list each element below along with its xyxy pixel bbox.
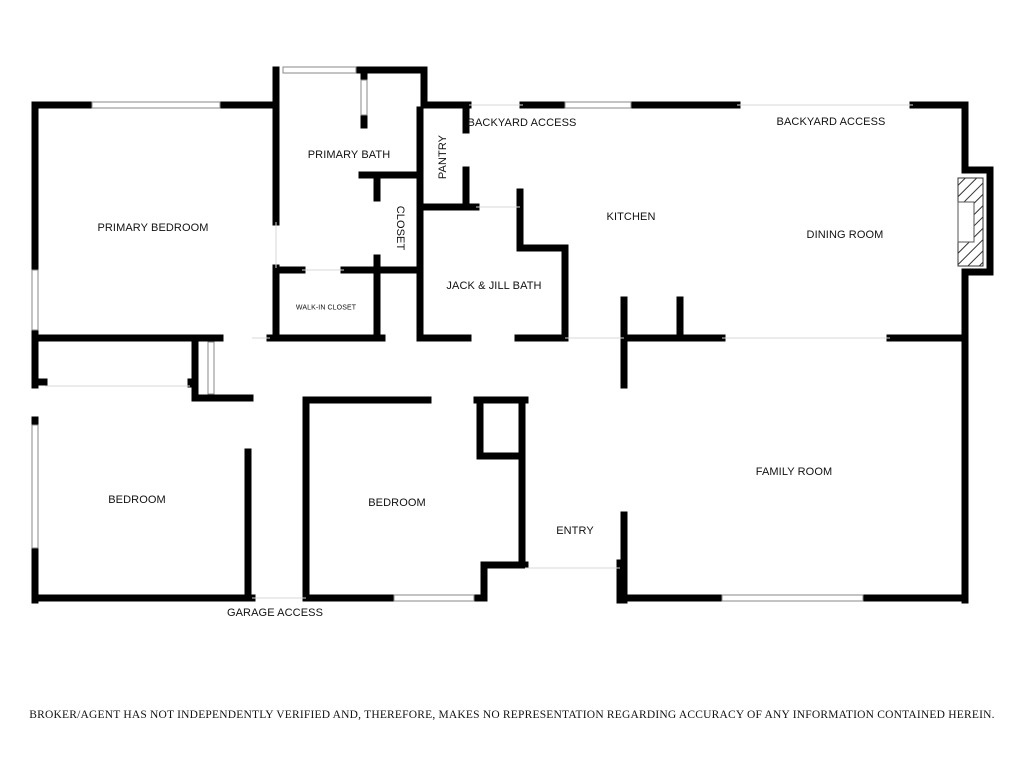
- window: [360, 79, 368, 116]
- window: [393, 594, 475, 602]
- room-label-walk-in-closet: WALK-IN CLOSET: [295, 304, 357, 312]
- room-label-entry: ENTRY: [556, 525, 594, 537]
- room-label-jack-jill-bath: JACK & JILL BATH: [446, 280, 542, 292]
- room-label-bedroom: BEDROOM: [368, 497, 426, 509]
- room-label-family-room: FAMILY ROOM: [755, 466, 833, 478]
- room-label-closet: CLOSET: [394, 205, 406, 251]
- fireplace: [957, 177, 984, 267]
- window: [31, 269, 39, 331]
- room-label-kitchen: KITCHEN: [606, 211, 656, 223]
- windows: [31, 66, 864, 602]
- backyard-access-label: BACKYARD ACCESS: [467, 117, 577, 129]
- room-label-primary-bath: PRIMARY BATH: [307, 149, 391, 161]
- disclaimer-text: BROKER/AGENT HAS NOT INDEPENDENTLY VERIF…: [29, 709, 995, 721]
- window: [207, 341, 215, 395]
- openings: [45, 104, 913, 599]
- fireplace-opening: [957, 201, 975, 243]
- window: [282, 66, 357, 74]
- room-label-primary-bedroom: PRIMARY BEDROOM: [97, 222, 209, 234]
- window: [31, 424, 39, 549]
- window: [564, 101, 632, 109]
- room-label-pantry: PANTRY: [437, 134, 449, 180]
- walls: [31, 66, 994, 604]
- backyard-access-label: BACKYARD ACCESS: [776, 116, 886, 128]
- window: [721, 594, 864, 602]
- room-label-dining-room: DINING ROOM: [806, 229, 884, 241]
- garage-access-label: GARAGE ACCESS: [226, 607, 324, 619]
- room-label-bedroom: BEDROOM: [108, 494, 166, 506]
- window: [91, 101, 221, 109]
